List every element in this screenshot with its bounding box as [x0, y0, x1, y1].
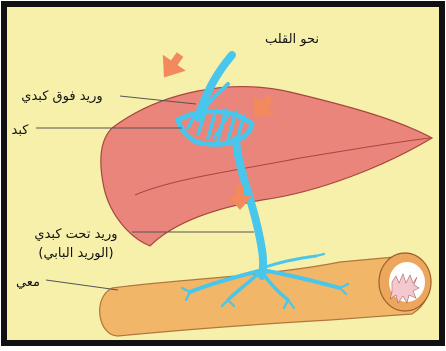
label-portal-vein-line2: (الوريد البابي)	[38, 246, 113, 261]
label-hepatic-vein: وريد فوق كبدي	[21, 89, 102, 104]
label-toward-heart: نحو القلب	[265, 32, 319, 47]
label-intestine: معي	[16, 275, 40, 290]
label-liver: كبد	[12, 123, 30, 138]
label-portal-vein-line1: وريد تحت كبدي	[34, 227, 117, 242]
